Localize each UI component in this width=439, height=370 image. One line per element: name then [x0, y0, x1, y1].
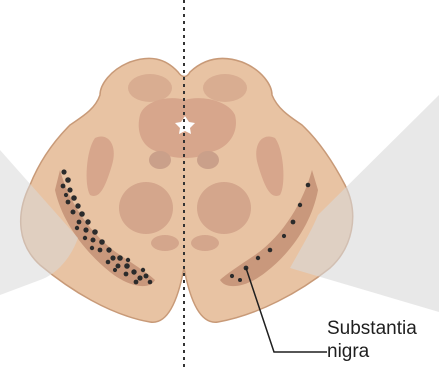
colliculus-left — [128, 74, 172, 102]
colliculus-right — [203, 74, 247, 102]
nucleus-right-small — [197, 151, 219, 169]
substantia-nigra-label-line2: nigra — [327, 341, 369, 363]
ventral-tegmental-right — [191, 235, 219, 251]
ventral-tegmental-left — [151, 235, 179, 251]
red-nucleus-right — [197, 182, 251, 234]
red-nucleus-left — [119, 182, 173, 234]
nucleus-left-small — [149, 151, 171, 169]
substantia-nigra-label-line1: Substantia — [327, 318, 417, 340]
